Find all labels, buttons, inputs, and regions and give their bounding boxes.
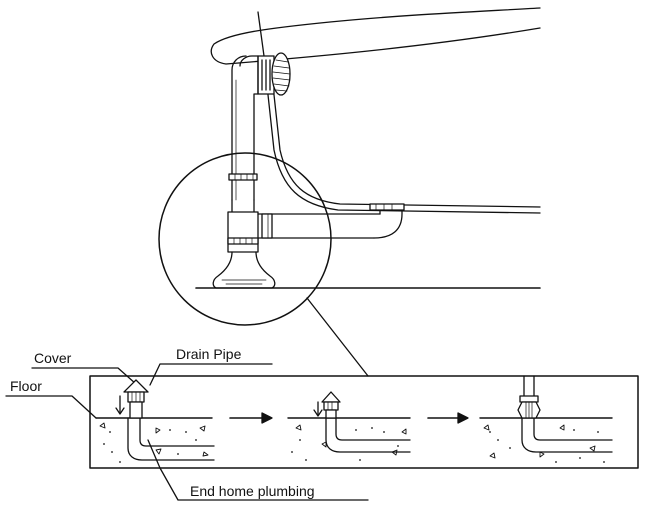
floor-flange [212, 251, 276, 289]
floor-leader [5, 395, 97, 419]
step-1-cover [123, 379, 149, 419]
step-arrow-1 [229, 412, 273, 424]
overflow-pipe [228, 55, 259, 201]
floor-label: Floor [10, 378, 42, 394]
steps-panel [89, 375, 639, 469]
magnifier-leader [306, 297, 369, 377]
step-arrow-2 [427, 412, 469, 424]
step-2 [287, 391, 411, 461]
end-home-plumbing-label: End home plumbing [190, 483, 315, 499]
magnifier-circle [158, 152, 332, 326]
step-3 [479, 375, 613, 463]
drain-pipe-leader [149, 363, 273, 386]
step-2-cover [321, 391, 341, 419]
bathtub [210, 7, 541, 214]
drain-tee [227, 199, 405, 253]
overflow-assembly [257, 52, 291, 96]
cover-label: Cover [34, 350, 72, 366]
step-1 [95, 379, 215, 463]
tub-rim [210, 7, 541, 65]
plumbing-leader [147, 439, 369, 501]
cover-leader [31, 367, 137, 385]
drain-pipe-label: Drain Pipe [176, 346, 242, 362]
tub-body [269, 57, 541, 208]
